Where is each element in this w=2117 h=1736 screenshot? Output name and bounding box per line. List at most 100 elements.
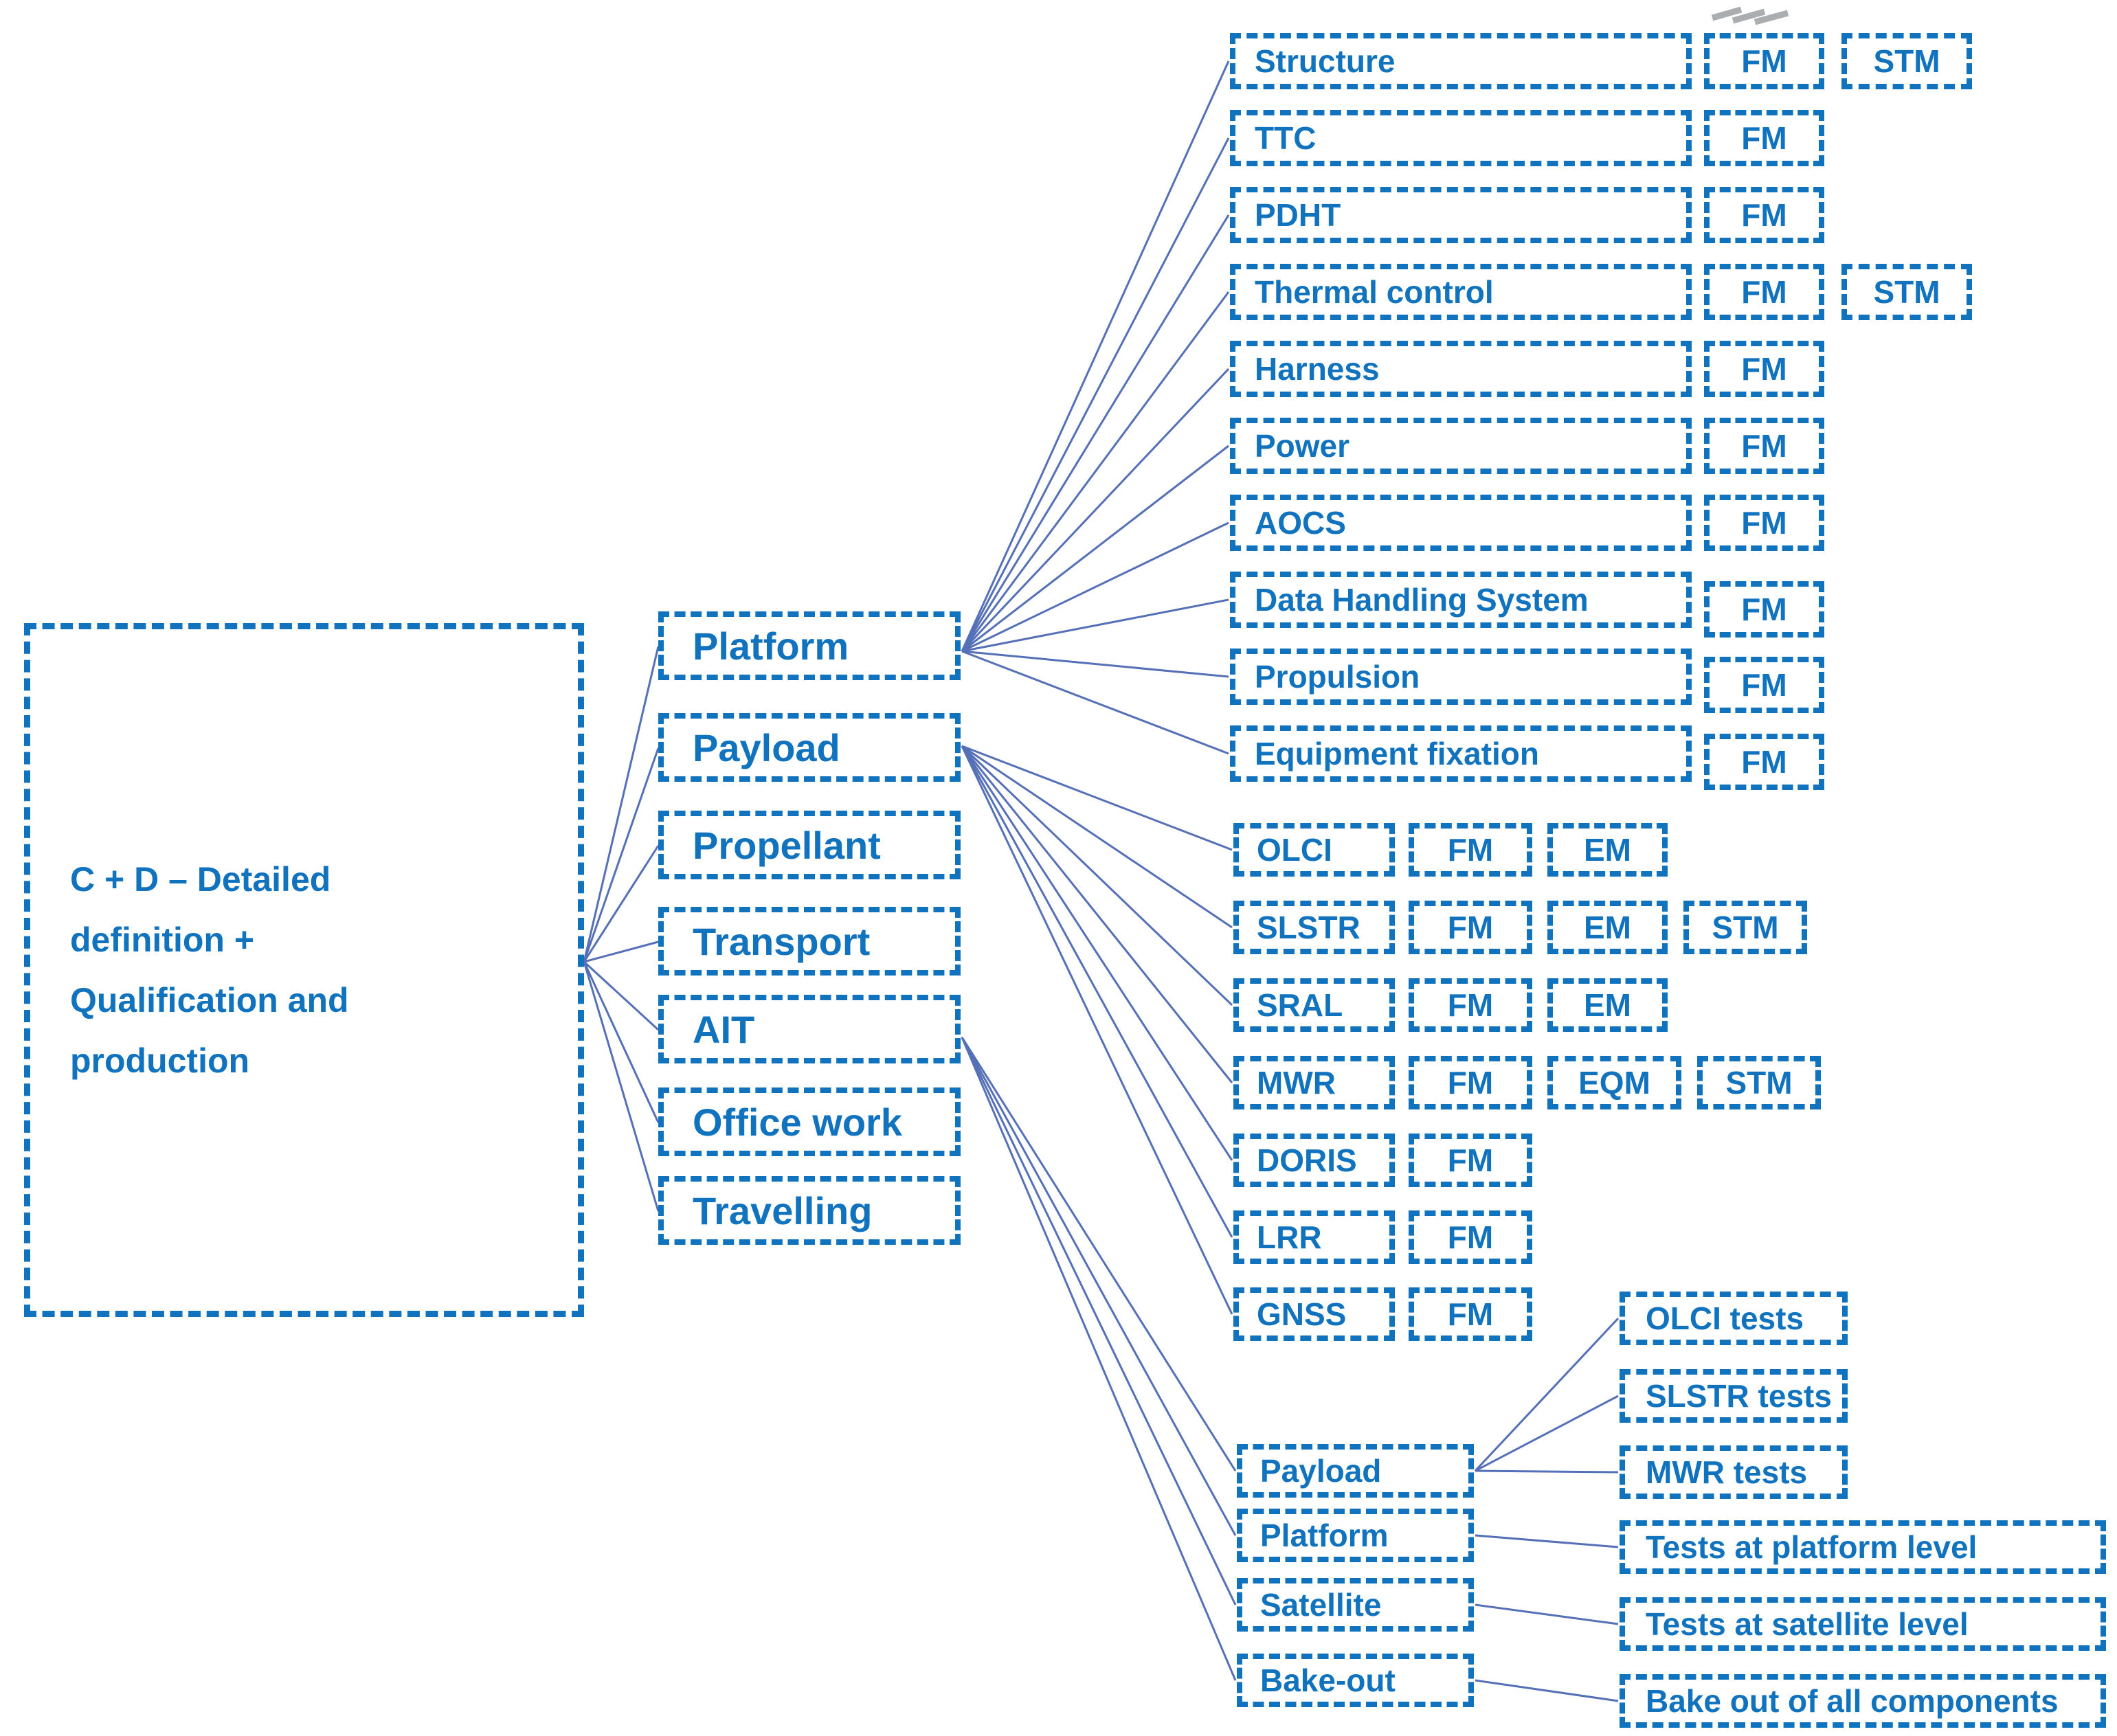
node-thermal-control: Thermal control [1230,264,1692,320]
node-ait-bake-out: Bake-out [1237,1654,1474,1707]
fan-ait-payload-to-tests [1474,1317,1620,1474]
slstr-em-label: EM [1584,910,1631,945]
tests-platform-level-label: Tests at platform level [1646,1529,1978,1565]
model-structure-fm: FM [1704,33,1824,89]
thermal-fm-label: FM [1741,274,1787,310]
node-harness: Harness [1230,341,1692,397]
fan-payload-to-instruments [961,745,1233,1315]
doris-label: DORIS [1257,1142,1357,1178]
olci-fm-label: FM [1447,832,1494,868]
mwr-tests-label: MWR tests [1646,1454,1808,1490]
gnss-fm-label: FM [1447,1296,1494,1332]
fan-ait-to-activities [961,1037,1237,1681]
slstr-fm-label: FM [1447,910,1494,945]
ttc-label: TTC [1255,120,1317,156]
model-propulsion-fm: FM [1704,657,1824,713]
sral-fm-label: FM [1447,987,1494,1023]
model-mwr-stm: STM [1697,1056,1821,1109]
olci-em-label: EM [1584,832,1631,868]
model-sral-fm: FM [1409,978,1532,1032]
slstr-tests-label: SLSTR tests [1646,1378,1832,1414]
node-tests-platform-level: Tests at platform level [1620,1520,2106,1574]
model-gnss-fm: FM [1409,1287,1532,1341]
harness-label: Harness [1255,351,1380,387]
fan-root-to-phases [583,646,660,1212]
node-ait: AIT [658,995,961,1063]
model-mwr-fm: FM [1409,1056,1532,1109]
equipment-fixation-label: Equipment fixation [1255,736,1539,771]
node-doris: DORIS [1233,1134,1395,1187]
structure-fm-label: FM [1741,43,1787,79]
node-lrr: LRR [1233,1210,1395,1264]
model-slstr-stm: STM [1683,901,1807,954]
lrr-label: LRR [1257,1219,1322,1255]
doris-fm-label: FM [1447,1142,1494,1178]
pdht-fm-label: FM [1741,197,1787,233]
payload-label: Payload [693,725,840,769]
model-aocs-fm: FM [1704,495,1824,551]
structure-label: Structure [1255,43,1396,79]
sral-label: SRAL [1257,987,1343,1023]
node-platform: Platform [658,611,961,680]
tests-satellite-level-label: Tests at satellite level [1646,1606,1969,1642]
dhs-label: Data Handling System [1255,582,1589,618]
propulsion-fm-label: FM [1741,667,1787,703]
aocs-fm-label: FM [1741,505,1787,541]
mwr-eqm-label: EQM [1578,1065,1650,1101]
model-power-fm: FM [1704,418,1824,474]
ait-label: AIT [693,1007,755,1051]
thermal-control-label: Thermal control [1255,274,1494,310]
node-slstr-tests: SLSTR tests [1620,1369,1848,1423]
node-propulsion: Propulsion [1230,649,1692,705]
equipment-fm-label: FM [1741,744,1787,780]
thermal-stm-label: STM [1873,274,1940,310]
node-aocs: AOCS [1230,495,1692,551]
node-payload: Payload [658,713,961,782]
node-equipment-fixation: Equipment fixation [1230,725,1692,782]
model-lrr-fm: FM [1409,1210,1532,1264]
office-work-label: Office work [693,1100,902,1144]
ait-payload-label: Payload [1260,1453,1382,1489]
lrr-fm-label: FM [1447,1219,1494,1255]
model-pdht-fm: FM [1704,187,1824,243]
ait-platform-label: Platform [1260,1518,1389,1553]
node-ait-platform: Platform [1237,1509,1474,1562]
slstr-label: SLSTR [1257,910,1360,945]
aocs-label: AOCS [1255,505,1346,541]
node-sral: SRAL [1233,978,1395,1032]
model-olci-fm: FM [1409,823,1532,877]
ait-satellite-label: Satellite [1260,1587,1382,1623]
structure-stm-label: STM [1873,43,1940,79]
travelling-label: Travelling [693,1188,873,1232]
mwr-stm-label: STM [1725,1065,1793,1101]
node-olci: OLCI [1233,823,1395,877]
node-mwr: MWR [1233,1056,1395,1109]
gnss-label: GNSS [1257,1296,1347,1332]
mwr-label: MWR [1257,1065,1336,1101]
transport-label: Transport [693,919,871,963]
node-ait-payload: Payload [1237,1444,1474,1498]
mwr-fm-label: FM [1447,1065,1494,1101]
links-ait-level-tests [1475,1534,1619,1702]
pdht-label: PDHT [1255,197,1341,233]
node-tests-satellite-level: Tests at satellite level [1620,1597,2106,1651]
fan-platform-to-subsystems [961,60,1230,755]
ait-bake-out-label: Bake-out [1260,1662,1396,1698]
model-slstr-em: EM [1547,901,1668,954]
node-ait-satellite: Satellite [1237,1578,1474,1632]
power-fm-label: FM [1741,428,1787,464]
node-travelling: Travelling [658,1176,961,1245]
model-harness-fm: FM [1704,341,1824,397]
model-thermal-fm: FM [1704,264,1824,320]
model-olci-em: EM [1547,823,1668,877]
root-phase-label: C + D – Detailed definition + Qualificat… [70,860,349,1080]
node-transport: Transport [658,907,961,976]
node-root-phase: C + D – Detailed definition + Qualificat… [24,623,584,1317]
sral-em-label: EM [1584,987,1631,1023]
node-slstr: SLSTR [1233,901,1395,954]
node-power: Power [1230,418,1692,474]
model-thermal-stm: STM [1841,264,1972,320]
dhs-fm-label: FM [1741,591,1787,627]
node-gnss: GNSS [1233,1287,1395,1341]
